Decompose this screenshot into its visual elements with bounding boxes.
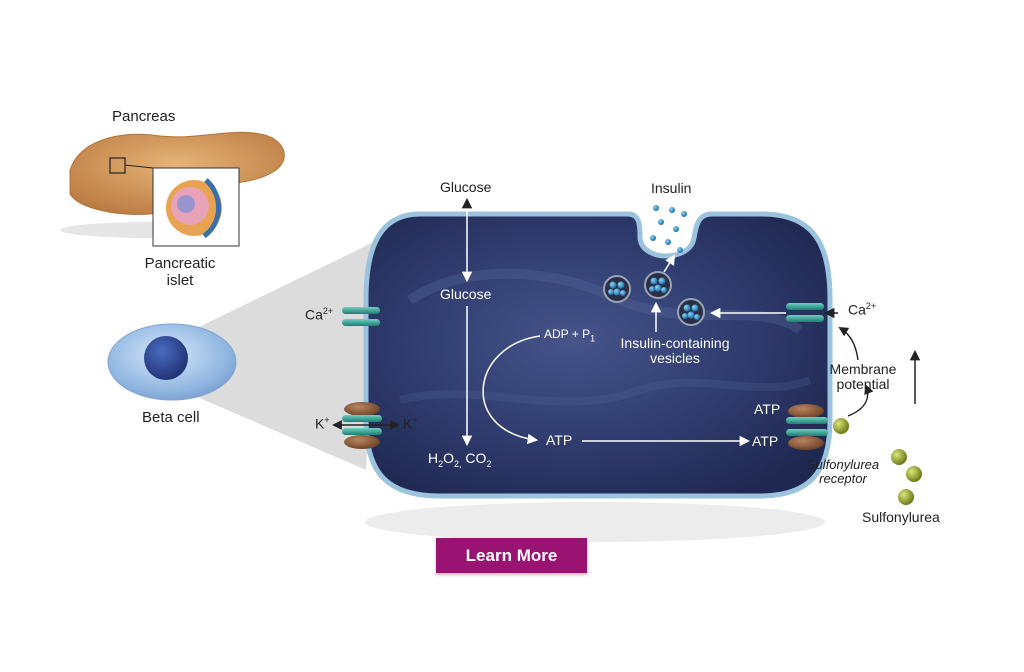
cell-shadow — [365, 502, 825, 542]
pancreatic-islet-label-line1: Pancreatic — [144, 255, 216, 272]
exocytosis-arrow — [663, 254, 676, 273]
calcium-left-label: Ca2+ — [305, 306, 334, 323]
membrane-to-calcium-arrow — [838, 326, 859, 361]
sulfonylurea-receptor-line1: Sulfonylurea — [806, 457, 880, 472]
islet-vessel — [202, 178, 221, 239]
calcium-channel-right — [786, 303, 824, 322]
potassium-left-text: K — [315, 415, 325, 432]
glucose-inside-label: Glucose — [440, 286, 492, 302]
potassium-right-label: K+ — [403, 415, 418, 432]
sulfonylurea-molecule — [898, 489, 914, 505]
calcium-right-text: Ca — [848, 301, 866, 318]
calcium-left-text: Ca — [305, 306, 323, 323]
h2o2-co2-label: H2O2, CO2 — [428, 450, 492, 470]
potassium-right-text: K — [403, 415, 413, 432]
insulin-vesicle — [644, 271, 672, 299]
membrane-potential-line2: potential — [836, 376, 890, 393]
atp-channel-label: ATP — [754, 401, 781, 417]
membrane-potential-curve-arrow — [847, 384, 874, 417]
zoom-wedge — [172, 240, 378, 470]
h2o2-h: H — [428, 450, 439, 466]
adp-pi-label: ADP + P1 — [544, 327, 596, 344]
co2-sub: 2 — [486, 458, 492, 469]
adp-pi-subscript: 1 — [590, 333, 596, 344]
pancreatic-islet-label-line2: islet — [166, 271, 194, 289]
glucose-outside-label: Glucose — [440, 179, 492, 195]
h2o2-sub1: 2 — [438, 458, 444, 469]
membrane-potential-line1: Membrane — [829, 361, 897, 377]
potassium-left-charge: + — [324, 415, 330, 425]
vesicles-label-line1: Insulin-containing — [620, 335, 730, 351]
membrane-potential-label: Membrane potential — [826, 361, 900, 393]
sulfonylurea-receptor-bound — [833, 418, 849, 434]
sulfonylurea-receptor-line2: receptor — [819, 471, 867, 487]
co2-text: CO — [461, 450, 487, 466]
sulfonylurea-receptor-label: Sulfonylurea receptor — [800, 457, 886, 487]
beta-cell-nucleus — [144, 336, 188, 380]
h2o2-o: O — [443, 450, 455, 466]
atp-right-label: ATP — [752, 433, 779, 449]
h2o2-sub2: 2, — [454, 458, 462, 469]
pancreatic-islet-label: Pancreatic islet — [136, 255, 224, 289]
atp-center-label: ATP — [546, 432, 573, 448]
potassium-left-label: K+ — [315, 415, 330, 432]
islet-core-dots — [177, 195, 195, 213]
calcium-right-label: Ca2+ — [848, 301, 877, 318]
potassium-right-charge: + — [412, 415, 418, 425]
calcium-channel-left — [342, 307, 380, 326]
insulin-vesicle — [603, 275, 631, 303]
calcium-right-charge: 2+ — [865, 301, 877, 311]
learn-more-button[interactable]: Learn More — [436, 538, 587, 573]
vesicles-label: Insulin-containing vesicles — [604, 335, 746, 367]
beta-cell-label: Beta cell — [142, 409, 200, 426]
vesicles-label-line2: vesicles — [650, 350, 700, 367]
pancreas-label: Pancreas — [112, 108, 176, 125]
islet-zoom-line — [124, 164, 154, 169]
sulfonylurea-molecule — [891, 449, 907, 465]
cell-texture-2 — [399, 376, 812, 406]
sulfonylurea-label: Sulfonylurea — [862, 509, 940, 525]
insulin-label: Insulin — [651, 180, 692, 196]
insulin-vesicle — [677, 298, 705, 326]
adp-pi-text: ADP + P — [544, 327, 591, 341]
insulin-granules-released — [650, 205, 687, 253]
sulfonylurea-molecule — [906, 466, 922, 482]
calcium-left-charge: 2+ — [322, 306, 334, 316]
adp-to-atp-arrow — [482, 335, 541, 445]
katp-channel — [786, 404, 828, 450]
